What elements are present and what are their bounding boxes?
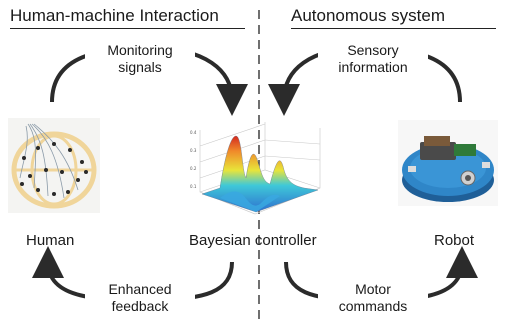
svg-text:0.2: 0.2: [190, 166, 197, 171]
label-monitoring-signals: Monitoring signals: [85, 42, 195, 76]
heading-left-underline: [10, 28, 245, 29]
svg-text:0.3: 0.3: [190, 148, 197, 153]
label-motor-commands: Motor commands: [318, 281, 428, 315]
label-sensory-information: Sensory information: [318, 42, 428, 76]
heading-right-underline: [291, 28, 496, 29]
svg-text:0.1: 0.1: [190, 184, 197, 189]
heading-autonomous-system: Autonomous system: [291, 6, 446, 25]
robot-image: [398, 120, 498, 206]
bayesian-surface-plot: 0.4 0.3 0.2 0.1: [190, 122, 321, 215]
node-human: Human: [26, 232, 75, 249]
node-robot: Robot: [434, 232, 475, 249]
heading-human-machine-interaction: Human-machine Interaction: [10, 6, 219, 25]
node-bayesian-controller: Bayesian controller: [189, 232, 317, 249]
label-enhanced-feedback: Enhanced feedback: [85, 281, 195, 315]
eeg-cap-image: [8, 118, 100, 213]
svg-text:0.4: 0.4: [190, 130, 197, 135]
